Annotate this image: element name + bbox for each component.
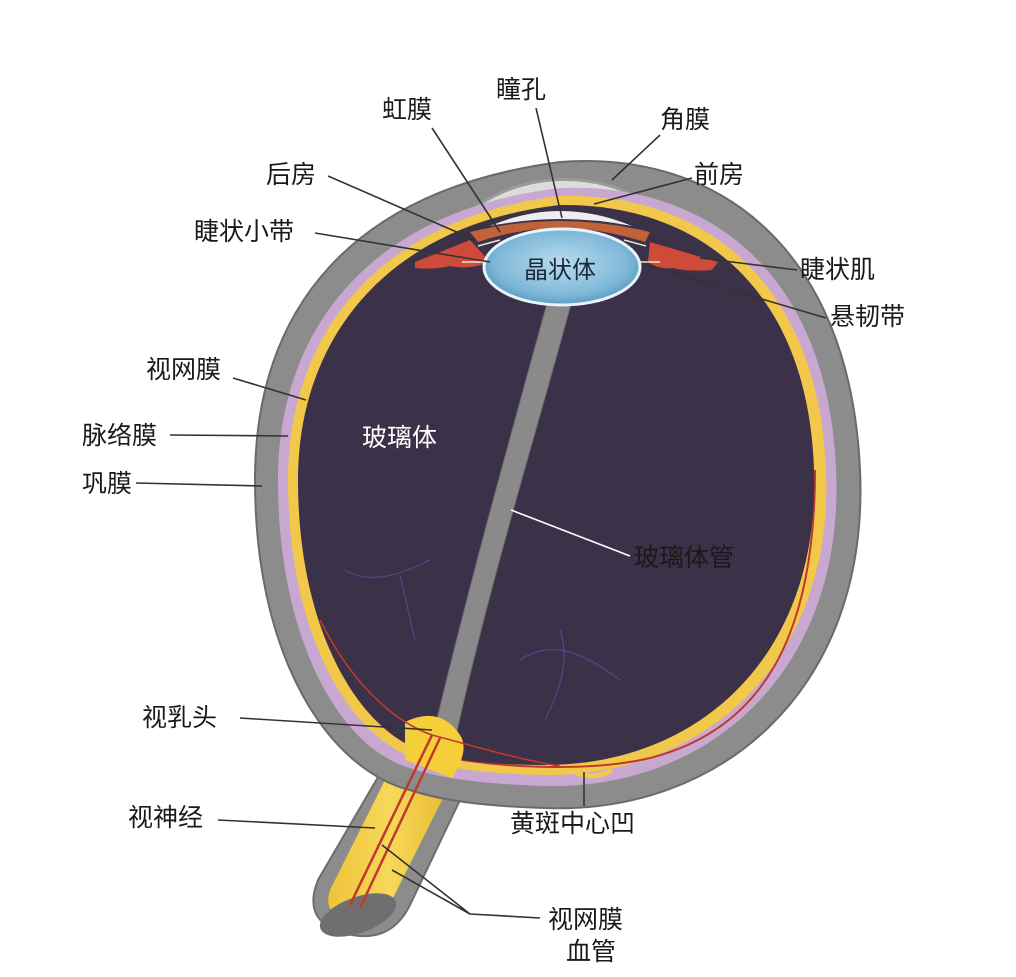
lens [482,227,642,307]
label-sclera: 巩膜 [82,469,132,498]
leader-retina [232,377,307,401]
leader-sclera [135,482,263,487]
label-lens: 晶状体 [524,256,596,284]
label-fovea: 黄斑中心凹 [510,809,635,838]
retinal-vessels [348,734,442,909]
leader-optic-nerve [217,819,376,829]
label-pupil: 瞳孔 [496,75,546,104]
leader-iris [431,127,501,233]
label-ciliary-zonule: 睫状小带 [194,217,294,246]
vitreous-body [298,204,815,765]
anterior-chamber [490,211,632,226]
fovea [570,767,614,779]
leader-hyaloid-canal [510,509,631,557]
leader-posterior-chamber [327,175,476,241]
label-anterior-chamber: 前房 [694,160,744,189]
leader-anterior-chamber [593,177,693,205]
label-cornea: 角膜 [660,105,710,134]
label-optic-disc: 视乳头 [142,703,217,732]
label-iris: 虹膜 [382,95,432,124]
label-optic-nerve: 视神经 [128,803,203,832]
label-hyaloid-canal: 玻璃体管 [634,543,734,572]
label-retinal-vessels-line2: 血管 [566,937,616,966]
leader-ciliary-zonule [314,232,491,263]
label-choroid: 脉络膜 [82,421,157,450]
ciliary-body-right [648,242,718,271]
label-suspensory-ligament: 悬韧带 [830,302,905,331]
label-posterior-chamber: 后房 [266,160,316,189]
leader-optic-disc [239,717,433,731]
iris [470,221,650,242]
zonule-fibers [462,239,660,263]
optic-nerve-cut-end [319,893,397,937]
leader-retinal-vessels [381,844,541,919]
retinal-vessel-branches [344,559,621,721]
leader-cornea [611,134,661,181]
label-retina: 视网膜 [146,355,221,384]
leader-choroid [169,434,289,437]
label-ciliary-muscle: 睫状肌 [800,255,875,284]
label-vitreous-body: 玻璃体 [362,423,437,452]
label-retinal-vessels-line1: 视网膜 [548,905,623,934]
leader-ciliary-muscle [699,257,798,271]
leader-pupil [535,107,563,219]
leader-suspensory-ligament [649,265,827,319]
